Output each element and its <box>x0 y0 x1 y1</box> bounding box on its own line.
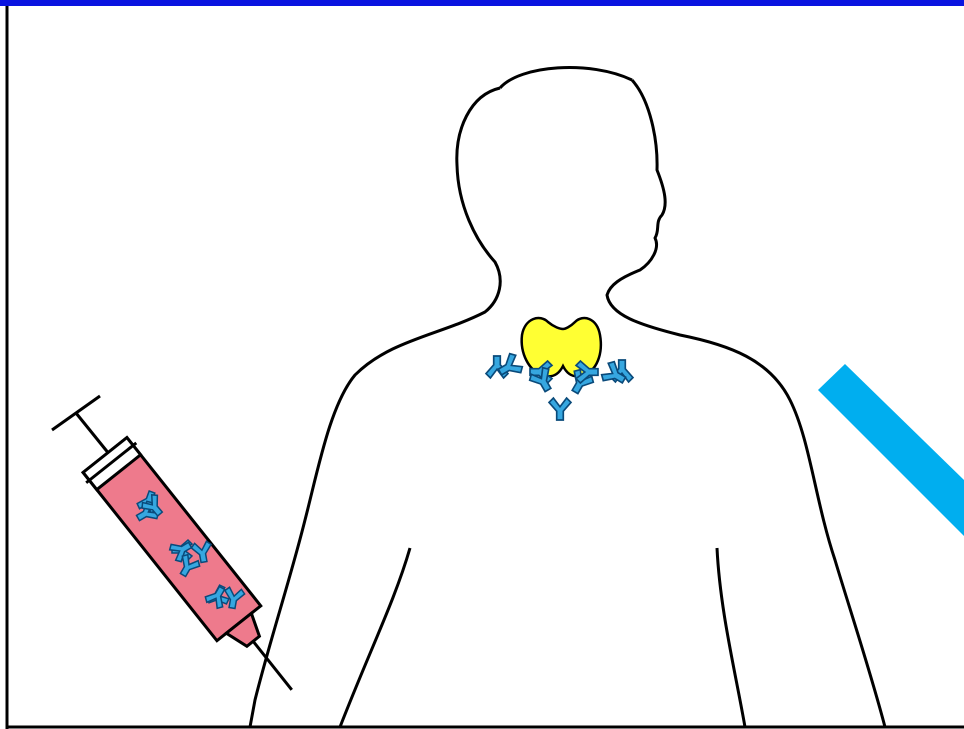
left-arm-inner-line <box>340 548 410 727</box>
body-silhouette <box>250 68 885 727</box>
top-bar <box>0 0 964 6</box>
right-arm-inner-line <box>717 548 745 727</box>
antibody-icon <box>549 398 571 420</box>
syringe-icon <box>52 396 317 710</box>
arrow-icon <box>818 364 964 536</box>
